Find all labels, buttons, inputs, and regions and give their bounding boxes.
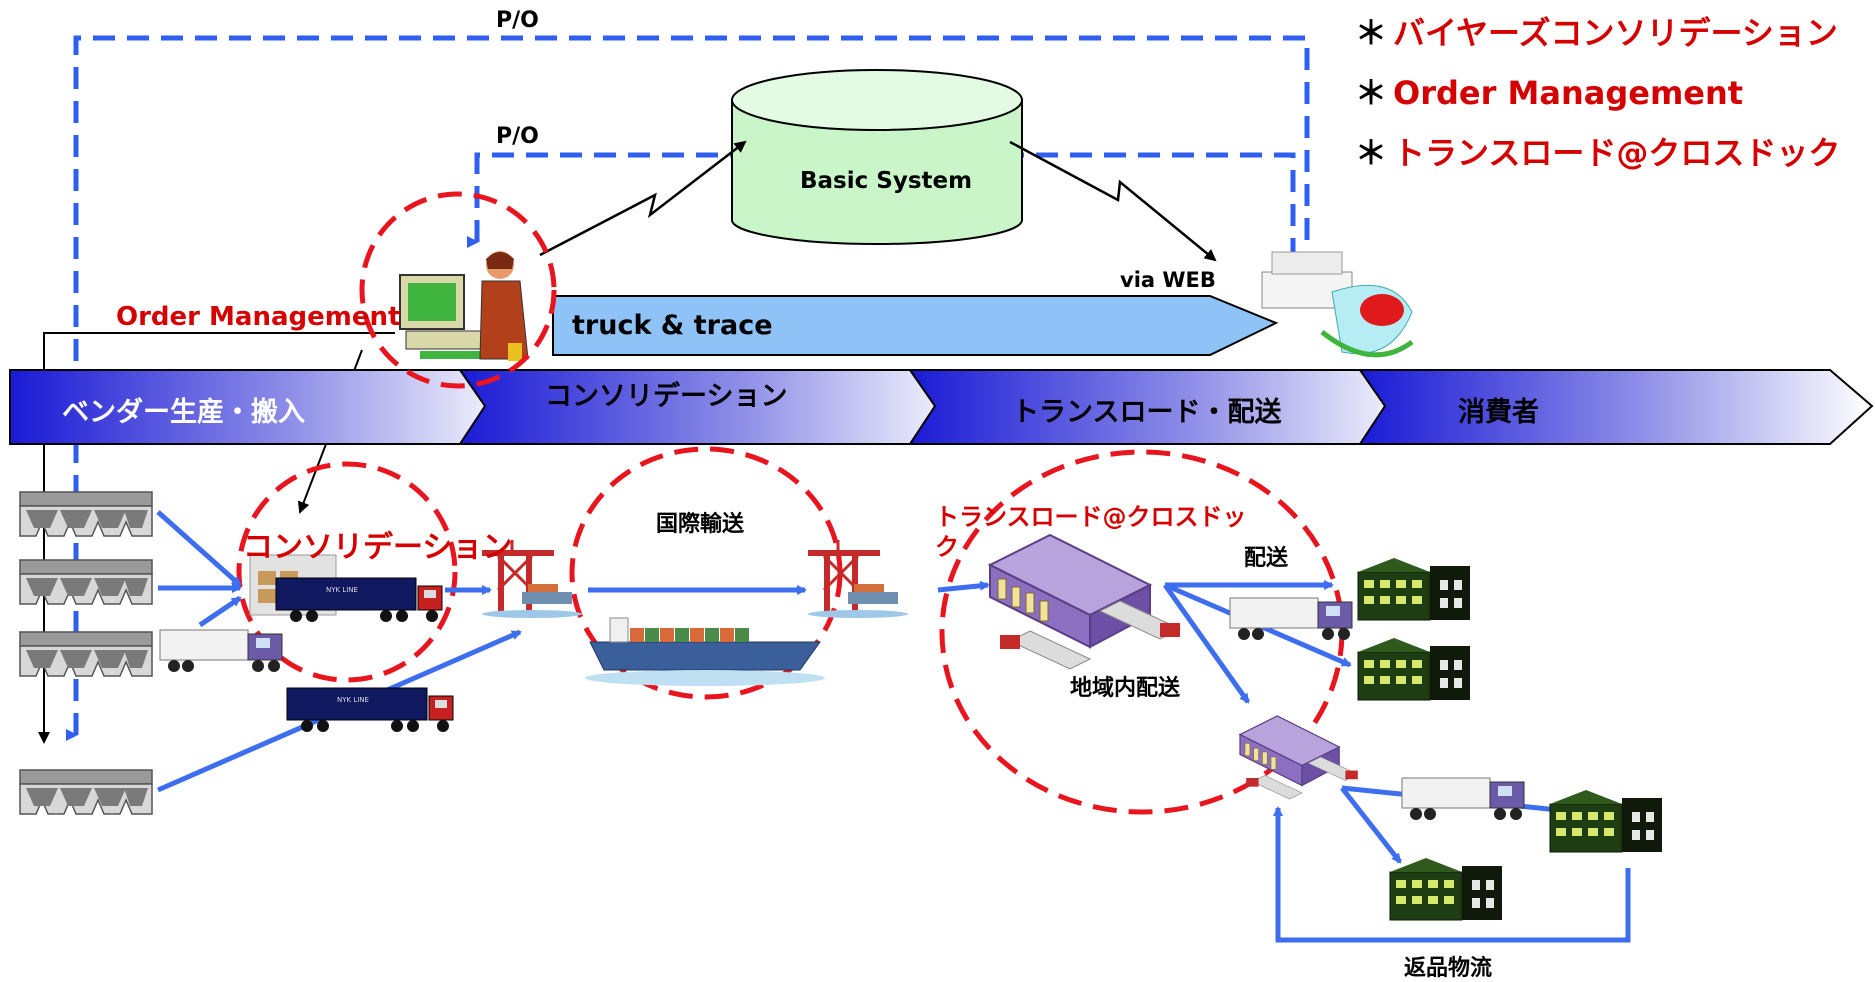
store-icon — [1357, 637, 1471, 701]
haisou-label: 配送 — [1244, 546, 1289, 571]
delivery-truck-icon — [1229, 597, 1353, 641]
port-crane-icon — [806, 538, 910, 620]
truck-trace-arrow — [552, 295, 1279, 356]
flow-dc-regional — [1162, 583, 1251, 704]
transload-red-label: トランスロード@クロスドック — [935, 503, 1247, 561]
link-basic-to-web — [1009, 140, 1217, 262]
factory-icon — [19, 491, 153, 537]
consolidation-highlight-circle — [236, 461, 458, 683]
legend-star: ＊ — [1355, 14, 1388, 52]
stage-band — [9, 369, 1874, 445]
flow-factory-1 — [156, 510, 242, 587]
delivery-truck-icon — [1401, 777, 1525, 821]
po-label-mid: P/O — [496, 124, 539, 149]
regional-delivery-label: 地域内配送 — [1070, 676, 1181, 701]
basic-system-database — [731, 69, 1023, 245]
flow-port-to-dc — [937, 580, 990, 593]
consolidation-red-label: コンソリデーション — [243, 530, 513, 565]
factory-icon — [19, 559, 153, 605]
legend-item-buyers-consolidation: ＊バイヤーズコンソリデーション — [1355, 8, 1838, 54]
factory-icon — [19, 631, 153, 677]
computer-operator-icon — [399, 251, 529, 361]
legend-item-order-management: ＊Order Management — [1355, 68, 1743, 114]
stage-3-label: トランスロード・配送 — [1012, 397, 1282, 428]
store-icon — [1549, 789, 1663, 853]
oms-highlight-circle — [359, 191, 557, 389]
semi-truck-icon — [159, 629, 283, 673]
international-label: 国際輸送 — [656, 512, 745, 537]
stage-2-label: コンソリデーション — [545, 381, 788, 412]
po-label-top: P/O — [496, 8, 539, 33]
legend-item-transload: ＊トランスロード@クロスドック — [1355, 128, 1840, 174]
store-icon — [1389, 857, 1503, 921]
container-ship-icon — [585, 617, 825, 686]
legend-star: ＊ — [1355, 134, 1388, 172]
regional-dc-icon — [1239, 715, 1359, 800]
returns-label: 返品物流 — [1404, 956, 1493, 981]
legend-text: トランスロード@クロスドック — [1393, 134, 1841, 172]
flow-regional-store-4 — [1340, 786, 1402, 864]
link-to-basic-system — [539, 140, 747, 257]
stage-1-label: ベンダー生産・搬入 — [62, 397, 305, 428]
stage-4-arrow — [1358, 369, 1874, 445]
store-icon — [1357, 557, 1471, 621]
factory-icon — [19, 769, 153, 815]
legend-text: Order Management — [1393, 74, 1744, 112]
returns-loop — [1273, 806, 1631, 943]
legend-text: バイヤーズコンソリデーション — [1393, 14, 1838, 52]
legend-star: ＊ — [1355, 74, 1388, 112]
basic-system-label: Basic System — [800, 168, 973, 194]
truck-trace-label: truck & trace — [572, 310, 773, 341]
via-web-label: via WEB — [1120, 268, 1216, 292]
container-truck-icon — [286, 687, 454, 733]
flow-factory-3 — [198, 595, 242, 628]
stage-4-label: 消費者 — [1458, 397, 1539, 428]
container-truck-icon — [275, 577, 443, 623]
web-terminal-icon — [1261, 251, 1414, 358]
order-management-label: Order Management — [116, 302, 401, 332]
